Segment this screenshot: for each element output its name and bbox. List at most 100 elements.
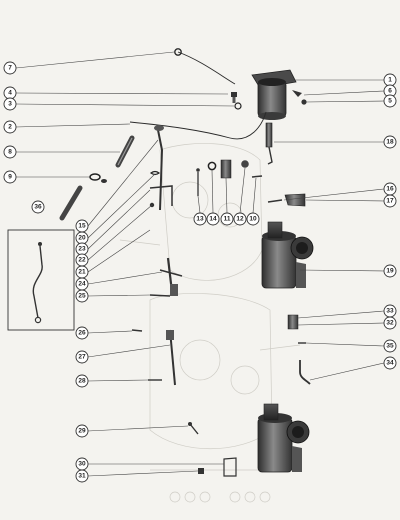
callout-2: 2	[3, 120, 17, 134]
callout-32: 32	[383, 316, 397, 330]
throttle-shaft	[149, 294, 171, 297]
callout-26: 26	[75, 326, 89, 340]
solenoid-washer	[234, 102, 242, 110]
callout-14: 14	[206, 212, 220, 226]
svg-text:32: 32	[386, 320, 394, 327]
svg-text:9: 9	[8, 174, 12, 181]
svg-text:6: 6	[388, 88, 392, 95]
svg-text:27: 27	[78, 354, 86, 361]
lower-carburetor	[257, 403, 310, 473]
callout-17: 17	[383, 194, 397, 208]
fast-idle-cam	[284, 193, 306, 207]
callout-3: 3	[3, 97, 17, 111]
nut	[207, 161, 217, 171]
callout-7: 7	[3, 61, 17, 75]
callout-10: 10	[246, 212, 260, 226]
lower-screw	[198, 468, 204, 474]
bushing	[241, 160, 249, 168]
svg-text:17: 17	[386, 198, 394, 205]
gasket	[223, 457, 237, 477]
svg-text:14: 14	[209, 216, 217, 223]
svg-text:33: 33	[386, 308, 394, 315]
svg-text:12: 12	[236, 216, 244, 223]
solenoid-clip	[292, 90, 307, 105]
pump-rod	[166, 329, 176, 386]
svg-text:15: 15	[78, 223, 86, 230]
svg-text:16: 16	[386, 186, 394, 193]
callout-15: 15	[75, 219, 89, 233]
svg-text:11: 11	[224, 216, 231, 223]
choke-spring	[196, 168, 200, 196]
svg-text:30: 30	[78, 461, 86, 468]
callout-23: 23	[75, 242, 89, 256]
hose-clamp	[89, 173, 107, 183]
svg-text:8: 8	[8, 149, 12, 156]
callout-9: 9	[3, 170, 17, 184]
choke-solenoid	[251, 69, 297, 120]
svg-text:31: 31	[78, 473, 86, 480]
svg-text:18: 18	[386, 139, 394, 146]
choke-plunger	[265, 122, 273, 165]
callout-31: 31	[75, 469, 89, 483]
callout-21: 21	[75, 265, 89, 279]
svg-text:21: 21	[78, 269, 86, 276]
svg-text:29: 29	[78, 428, 86, 435]
svg-text:24: 24	[78, 281, 86, 288]
upper-carburetor	[261, 221, 314, 289]
link-spring	[149, 170, 161, 176]
callout-5: 5	[383, 94, 397, 108]
svg-text:2: 2	[8, 124, 12, 131]
callout-12: 12	[233, 212, 247, 226]
svg-text:7: 7	[8, 65, 12, 72]
callout-35: 35	[383, 339, 397, 353]
svg-text:3: 3	[8, 101, 12, 108]
svg-text:5: 5	[388, 98, 392, 105]
callout-22: 22	[75, 253, 89, 267]
callout-19: 19	[383, 264, 397, 278]
callout-25: 25	[75, 289, 89, 303]
callout-20: 20	[75, 231, 89, 245]
fuel-hose	[115, 135, 135, 168]
idle-screw	[267, 199, 283, 203]
callout-36: 36	[31, 200, 45, 214]
lower-link-rod	[188, 422, 199, 435]
svg-text:23: 23	[78, 246, 86, 253]
callout-33: 33	[383, 304, 397, 318]
callout-18: 18	[383, 135, 397, 149]
linkage-rod	[299, 360, 311, 385]
svg-text:26: 26	[78, 330, 86, 337]
callout-28: 28	[75, 374, 89, 388]
choke-wire	[129, 111, 267, 140]
svg-text:25: 25	[78, 293, 86, 300]
svg-text:34: 34	[386, 360, 394, 367]
callout-4: 4	[3, 86, 17, 100]
throttle-link	[149, 185, 173, 206]
callout-8: 8	[3, 145, 17, 159]
svg-text:19: 19	[386, 268, 394, 275]
ground-cable	[174, 48, 236, 85]
fuel-line	[59, 185, 83, 221]
choke-link-rod	[154, 125, 164, 211]
callout-27: 27	[75, 350, 89, 364]
callout-13: 13	[193, 212, 207, 226]
svg-text:28: 28	[78, 378, 86, 385]
mounting-screw	[131, 329, 143, 332]
throttle-arm	[159, 257, 183, 296]
callout-34: 34	[383, 356, 397, 370]
leader-lines	[15, 51, 385, 477]
engine-block-outline	[119, 143, 301, 503]
screw	[251, 175, 263, 178]
callout-11: 11	[220, 212, 234, 226]
callout-29: 29	[75, 424, 89, 438]
svg-text:10: 10	[249, 216, 257, 223]
svg-text:4: 4	[8, 90, 12, 97]
callout-24: 24	[75, 277, 89, 291]
svg-text:36: 36	[34, 204, 42, 211]
detail-box	[7, 229, 75, 331]
svg-text:1: 1	[388, 77, 392, 84]
linkage-bracket	[287, 314, 299, 330]
callout-30: 30	[75, 457, 89, 471]
svg-text:13: 13	[196, 216, 204, 223]
svg-text:35: 35	[386, 343, 394, 350]
